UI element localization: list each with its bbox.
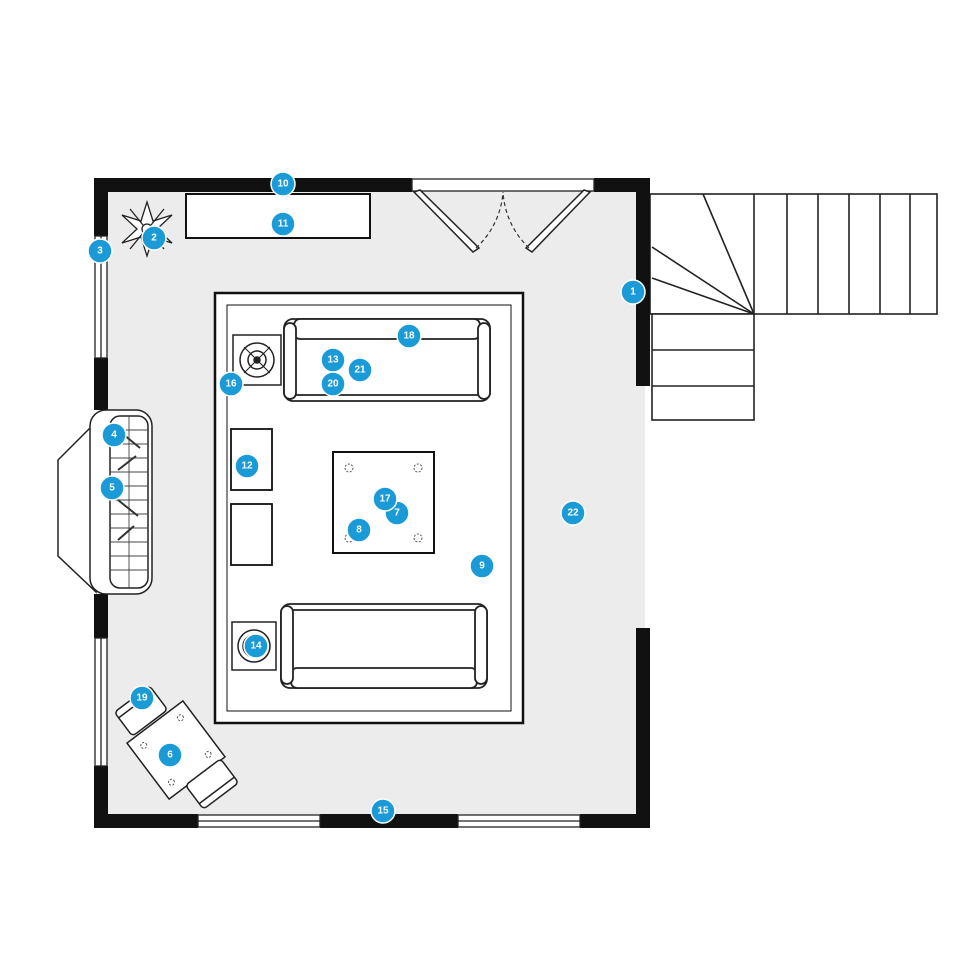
marker-18[interactable]: 18 — [396, 323, 422, 349]
svg-text:17: 17 — [379, 494, 391, 505]
svg-text:9: 9 — [479, 561, 485, 572]
marker-10[interactable]: 10 — [270, 171, 296, 197]
marker-11[interactable]: 11 — [270, 211, 296, 237]
svg-text:13: 13 — [327, 355, 339, 366]
svg-text:8: 8 — [356, 525, 362, 536]
svg-text:18: 18 — [403, 331, 415, 342]
sofa-top — [283, 318, 491, 402]
svg-text:15: 15 — [377, 806, 389, 817]
door-swing-icon — [412, 189, 592, 253]
marker-16[interactable]: 16 — [218, 371, 244, 397]
windows — [94, 235, 581, 828]
svg-text:14: 14 — [250, 641, 262, 652]
marker-14[interactable]: 14 — [243, 633, 269, 659]
svg-text:10: 10 — [277, 179, 289, 190]
marker-15[interactable]: 15 — [370, 798, 396, 824]
double-door — [411, 178, 595, 253]
markers: 1 2 3 4 5 6 7 8 9 10 11 12 13 14 15 16 1… — [87, 171, 646, 824]
staircase — [649, 193, 938, 421]
marker-6[interactable]: 6 — [157, 742, 183, 768]
ottoman-lower — [230, 503, 273, 566]
svg-text:12: 12 — [241, 461, 253, 472]
fireplace-icon — [57, 409, 153, 595]
marker-5[interactable]: 5 — [99, 475, 125, 501]
svg-text:3: 3 — [97, 246, 103, 257]
svg-text:16: 16 — [225, 379, 237, 390]
sofa-bottom — [280, 603, 488, 689]
svg-text:2: 2 — [151, 233, 157, 244]
svg-text:4: 4 — [111, 430, 117, 441]
svg-text:20: 20 — [327, 379, 339, 390]
svg-text:11: 11 — [278, 219, 289, 230]
marker-22[interactable]: 22 — [560, 500, 586, 526]
marker-20[interactable]: 20 — [320, 371, 346, 397]
marker-8[interactable]: 8 — [346, 517, 372, 543]
svg-text:22: 22 — [567, 508, 579, 519]
marker-2[interactable]: 2 — [141, 225, 167, 251]
svg-text:5: 5 — [109, 483, 115, 494]
marker-12[interactable]: 12 — [234, 453, 260, 479]
marker-9[interactable]: 9 — [469, 553, 495, 579]
marker-1[interactable]: 1 — [620, 279, 646, 305]
svg-text:6: 6 — [167, 750, 173, 761]
marker-17[interactable]: 17 — [372, 486, 398, 512]
marker-19[interactable]: 19 — [129, 685, 155, 711]
marker-13[interactable]: 13 — [320, 347, 346, 373]
svg-text:21: 21 — [354, 365, 366, 376]
svg-text:1: 1 — [630, 287, 636, 298]
marker-21[interactable]: 21 — [347, 357, 373, 383]
svg-text:7: 7 — [394, 508, 400, 519]
marker-3[interactable]: 3 — [87, 238, 113, 264]
walls — [94, 178, 650, 828]
marker-4[interactable]: 4 — [101, 422, 127, 448]
svg-text:19: 19 — [136, 693, 148, 704]
